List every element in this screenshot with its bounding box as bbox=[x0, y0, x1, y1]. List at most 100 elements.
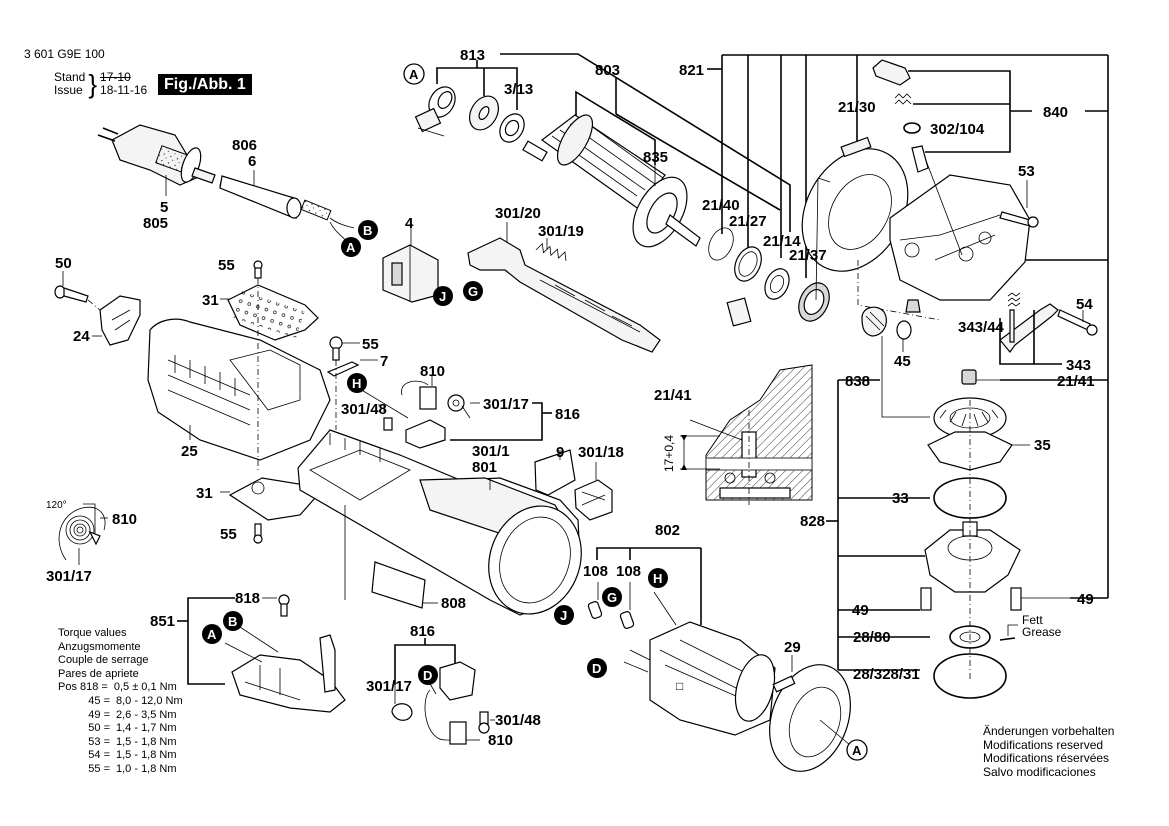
torque-row: Pos 818 =0,5 ± 0,1 Nm bbox=[58, 681, 177, 694]
svg-text:A: A bbox=[852, 743, 862, 758]
svg-text:G: G bbox=[607, 590, 617, 605]
label-54: 54 bbox=[1076, 296, 1093, 313]
marker-G-switch: G bbox=[463, 281, 483, 301]
label-21-41-stack: 21/41 bbox=[1057, 373, 1095, 390]
label-50: 50 bbox=[55, 255, 72, 272]
gear-housing bbox=[857, 149, 1031, 321]
part-labels: 813 3/13 803 835 821 21/30 302/104 840 5… bbox=[46, 47, 1095, 749]
switch-cover-301-18 bbox=[574, 462, 613, 521]
label-7: 7 bbox=[380, 353, 388, 370]
svg-text:D: D bbox=[423, 668, 432, 683]
label-816-upper: 816 bbox=[555, 406, 580, 423]
end-cap-24 bbox=[92, 295, 141, 346]
svg-text:H: H bbox=[653, 571, 662, 586]
torque-values-table: Torque values Anzugsmomente Couple de se… bbox=[58, 627, 183, 777]
svg-text:G: G bbox=[468, 284, 478, 299]
label-301-17-spring: 301/17 bbox=[46, 568, 92, 585]
label-828: 828 bbox=[800, 513, 825, 530]
label-810-upper: 810 bbox=[420, 363, 445, 380]
label-55-mid: 55 bbox=[362, 336, 379, 353]
label-301-17-upper: 301/17 bbox=[483, 396, 529, 413]
label-805: 805 bbox=[143, 215, 168, 232]
label-28-80: 28/80 bbox=[853, 629, 891, 646]
field-coil: □ bbox=[587, 547, 776, 736]
label-810-lower: 810 bbox=[488, 732, 513, 749]
marker-A-top: A bbox=[403, 63, 425, 85]
label-55-bottom: 55 bbox=[220, 526, 237, 543]
label-301-1: 301/1 bbox=[472, 443, 510, 460]
label-301-18: 301/18 bbox=[578, 444, 624, 461]
label-343-44: 343/44 bbox=[958, 319, 1005, 336]
brush-holder-upper bbox=[326, 336, 552, 449]
label-816-lower: 816 bbox=[410, 623, 435, 640]
svg-text:H: H bbox=[352, 376, 361, 391]
label-21-30: 21/30 bbox=[838, 99, 876, 116]
coil-marking: □ bbox=[676, 679, 683, 693]
svg-text:J: J bbox=[439, 289, 446, 304]
label-9: 9 bbox=[556, 444, 564, 461]
torque-row: 55 =1,0 - 1,8 Nm bbox=[88, 762, 177, 775]
notice-es: Salvo modificaciones bbox=[983, 764, 1096, 779]
label-35: 35 bbox=[1034, 437, 1051, 454]
label-21-40: 21/40 bbox=[702, 197, 740, 214]
label-821: 821 bbox=[679, 62, 704, 79]
armature-835 bbox=[522, 114, 701, 248]
marker-J-switch: J bbox=[433, 286, 453, 306]
gear-side-bearings bbox=[708, 227, 830, 327]
marker-B-plate: B bbox=[223, 611, 243, 631]
label-835: 835 bbox=[643, 149, 668, 166]
handle-cover-31-top bbox=[220, 260, 319, 470]
label-21-14: 21/14 bbox=[763, 233, 801, 250]
cord-sleeve bbox=[219, 170, 355, 245]
torque-row: 50 =1,4 - 1,7 Nm bbox=[88, 722, 177, 735]
section-view bbox=[680, 364, 813, 505]
label-5: 5 bbox=[160, 199, 168, 216]
torque-row: 45 =8,0 - 12,0 Nm bbox=[88, 694, 183, 707]
bevel-gear-stack bbox=[826, 336, 1070, 699]
label-6: 6 bbox=[248, 153, 256, 170]
svg-text:A: A bbox=[207, 627, 217, 642]
grease-note-fett: Fett bbox=[1022, 613, 1043, 627]
marker-G-coil: G bbox=[602, 587, 622, 607]
label-818: 818 bbox=[235, 590, 260, 607]
marker-A-ring: A bbox=[846, 739, 868, 761]
label-301-20: 301/20 bbox=[495, 205, 541, 222]
svg-text:J: J bbox=[560, 608, 567, 623]
svg-text:B: B bbox=[228, 614, 237, 629]
dimension-note: 17+0,4 bbox=[662, 435, 676, 472]
figure-badge: Fig./Abb. 1 bbox=[158, 74, 252, 95]
motor-housing-301-1 bbox=[297, 429, 582, 616]
label-808 bbox=[371, 561, 438, 609]
marker-A-plate: A bbox=[202, 624, 222, 644]
brush-holder-lower bbox=[391, 638, 495, 745]
stand-label: Stand bbox=[54, 70, 86, 84]
svg-text:A: A bbox=[346, 240, 356, 255]
document-number: 3 601 G9E 100 bbox=[24, 47, 105, 61]
grease-note-grease: Grease bbox=[1022, 625, 1062, 639]
label-801: 801 bbox=[472, 459, 497, 476]
switch-4 bbox=[382, 228, 439, 303]
label-21-41-section: 21/41 bbox=[654, 387, 692, 404]
label-302-104: 302/104 bbox=[930, 121, 985, 138]
marker-A-cord: A bbox=[341, 237, 361, 257]
svg-text:D: D bbox=[592, 661, 601, 676]
torque-row: 49 =2,6 - 3,5 Nm bbox=[88, 708, 177, 721]
label-28-328-31: 28/328/31 bbox=[853, 666, 920, 683]
power-plug bbox=[97, 124, 216, 196]
label-108-left: 108 bbox=[583, 563, 608, 580]
spring-coil-301-17 bbox=[58, 503, 108, 565]
stand-issue-block: Stand Issue } 17-10 18-11-16 bbox=[54, 70, 147, 98]
label-25: 25 bbox=[181, 443, 198, 460]
label-21-27: 21/27 bbox=[729, 213, 767, 230]
label-803: 803 bbox=[595, 62, 620, 79]
label-838: 838 bbox=[845, 373, 870, 390]
marker-H-coil: H bbox=[648, 568, 668, 588]
spindle-lock-parts bbox=[861, 292, 1098, 365]
marker-J-coil: J bbox=[554, 605, 574, 625]
marker-D-brush: D bbox=[418, 665, 438, 685]
bracket-lines-top bbox=[436, 53, 1109, 599]
marker-D-coil: D bbox=[587, 658, 607, 678]
torque-row: 53 =1,5 - 1,8 Nm bbox=[88, 735, 177, 748]
label-808: 808 bbox=[441, 595, 466, 612]
label-301-19: 301/19 bbox=[538, 223, 584, 240]
